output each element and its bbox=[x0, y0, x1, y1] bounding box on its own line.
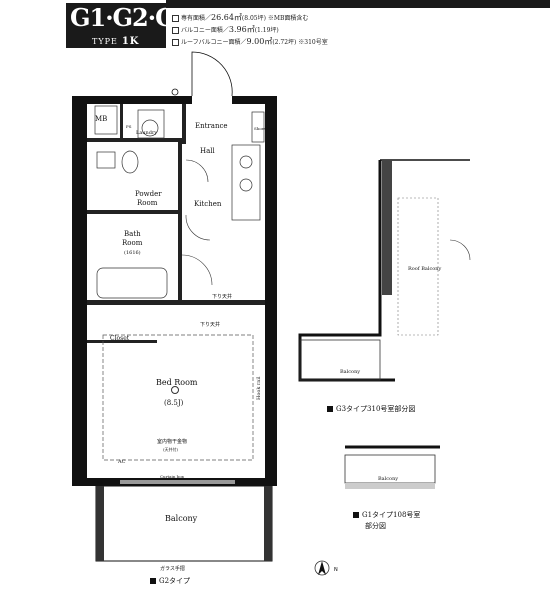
kitchen-label: Kitchen bbox=[194, 200, 222, 208]
spec-roof-balcony-area: ルーフバルコニー面積／9.00㎡(2.72坪) ※310号室 bbox=[172, 36, 328, 47]
g3-partial-plan bbox=[298, 159, 471, 382]
laundry-label: Laundry bbox=[136, 130, 157, 136]
hook-rail-label: Hook rail bbox=[256, 376, 262, 400]
bath-room-label-1: Bath bbox=[124, 230, 141, 238]
downlight-label-1: 下り天井 bbox=[212, 293, 232, 300]
powder-room-label-2: Room bbox=[137, 199, 158, 207]
shoes-box-label: Shoes box bbox=[254, 126, 275, 131]
g2-caption: G2タイプ bbox=[150, 576, 190, 586]
g1-caption: G1タイプ108号室 bbox=[353, 510, 420, 520]
powder-room-label-1: Powder bbox=[135, 190, 162, 198]
interior-walls bbox=[87, 104, 265, 343]
closet-label: Closet bbox=[110, 335, 130, 342]
ps-bottom-label: PS bbox=[97, 480, 103, 485]
ps-top-label: PS bbox=[126, 124, 132, 129]
bedroom-ceiling-outline bbox=[102, 334, 254, 461]
entrance-door[interactable] bbox=[171, 51, 233, 97]
curtain-box-label: Curtain box bbox=[160, 474, 185, 479]
spec-floor-area: 専有面積／26.64㎡(8.05坪) ※MB面積含む bbox=[172, 12, 308, 23]
balcony-area bbox=[95, 480, 273, 562]
entrance-label: Entrance bbox=[195, 122, 228, 130]
downlight-label-2: 下り天井 bbox=[200, 321, 220, 328]
mb-label: MB bbox=[95, 115, 107, 123]
compass-icon bbox=[314, 560, 330, 576]
g1-balcony-label: Balcony bbox=[378, 476, 398, 482]
bath-size-label: (1616) bbox=[124, 249, 141, 256]
g3-caption: G3タイプ310号室部分図 bbox=[327, 404, 415, 414]
heating-label-2: (天井付) bbox=[163, 446, 179, 452]
g1-caption-2: 部分図 bbox=[365, 522, 386, 530]
glass-railing-label: ガラス手摺 bbox=[160, 566, 185, 572]
bed-room-label: Bed Room bbox=[156, 378, 198, 387]
g3-balcony-label: Balcony bbox=[340, 369, 360, 375]
g1-partial-plan bbox=[344, 445, 440, 489]
ceiling-light-icon bbox=[171, 386, 179, 394]
svg-text:N: N bbox=[334, 567, 338, 573]
bed-size-label: (8.5J) bbox=[164, 399, 184, 407]
ac-label: AC bbox=[117, 459, 126, 465]
header-bar bbox=[166, 0, 550, 8]
balcony-label: Balcony bbox=[165, 514, 198, 523]
fixtures bbox=[94, 105, 265, 299]
bath-room-label-2: Room bbox=[122, 239, 143, 247]
g3-roof-balcony-label: Roof Balcony bbox=[408, 266, 442, 272]
heating-label-1: 室内物干金物 bbox=[157, 438, 187, 445]
interior-doors bbox=[181, 159, 213, 286]
spec-balcony-area: バルコニー面積／3.96㎡(1.19坪) bbox=[172, 24, 279, 35]
hall-label: Hall bbox=[200, 147, 216, 155]
